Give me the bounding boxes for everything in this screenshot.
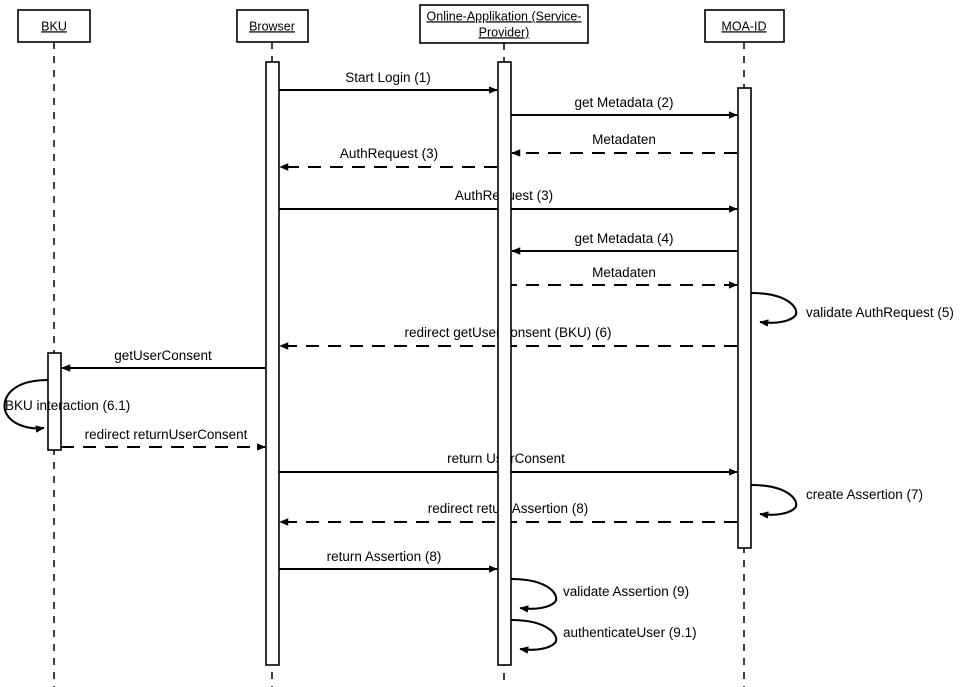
self-message-arrow-create-assertion (750, 483, 798, 519)
self-message-arrow-validate-assertion (510, 577, 558, 613)
message-label-get-metadata-4: get Metadata (4) (574, 231, 673, 246)
message-label-metadaten-2: Metadaten (592, 265, 656, 280)
self-message-validate-authrequest[interactable]: validate AuthRequest (5) (750, 291, 954, 327)
self-message-authenticate-user[interactable]: authenticateUser (9.1) (510, 618, 697, 654)
message-metadaten-2[interactable]: Metadaten (504, 265, 738, 289)
message-metadaten-1[interactable]: Metadaten (511, 132, 737, 157)
participant-moa-id[interactable]: MOA-ID (704, 9, 785, 687)
message-label-metadaten-1: Metadaten (592, 132, 656, 147)
self-messages-layer: validate AuthRequest (5) BKU interaction… (3, 291, 954, 654)
message-label-return-assertion: return Assertion (8) (327, 549, 442, 564)
self-message-label-validate-authrequest: validate AuthRequest (5) (806, 305, 954, 320)
message-get-metadata-2[interactable]: get Metadata (2) (511, 95, 738, 119)
activation-bar-moa-id (737, 87, 752, 549)
activation-bar-browser (265, 61, 280, 666)
self-message-label-create-assertion: create Assertion (7) (806, 487, 923, 502)
self-message-arrow-authenticate-user (510, 618, 558, 654)
self-message-bku-interaction[interactable]: BKU interaction (6.1) (3, 378, 131, 433)
message-get-metadata-4[interactable]: get Metadata (4) (511, 231, 737, 255)
participant-box-moa-id[interactable] (704, 9, 785, 43)
self-message-label-bku-interaction: BKU interaction (6.1) (5, 398, 130, 413)
message-start-login[interactable]: Start Login (1) (279, 70, 498, 94)
participant-bku[interactable]: BKU (17, 9, 91, 687)
message-label-get-metadata-2: get Metadata (2) (574, 95, 673, 110)
self-message-label-validate-assertion: validate Assertion (9) (563, 584, 689, 599)
activations-layer (47, 61, 752, 666)
participant-label-moa-id: MOA-ID (721, 19, 766, 33)
participant-label-online-applikation-line2: Provider) (479, 25, 530, 39)
self-message-create-assertion[interactable]: create Assertion (7) (750, 483, 923, 519)
participant-label-online-applikation-line1: Online-Applikation (Service- (427, 9, 582, 23)
self-message-validate-assertion[interactable]: validate Assertion (9) (510, 577, 689, 613)
participant-label-bku: BKU (41, 19, 67, 33)
activation-bar-online-applikation (497, 61, 512, 666)
message-label-redirect-returnuserconsent: redirect returnUserConsent (85, 427, 248, 442)
participant-label-browser: Browser (249, 19, 295, 33)
participant-box-browser[interactable] (236, 9, 309, 43)
self-message-label-authenticate-user: authenticateUser (9.1) (563, 625, 697, 640)
message-return-assertion[interactable]: return Assertion (8) (279, 549, 498, 573)
activation-bar-bku (47, 352, 62, 451)
message-label-start-login: Start Login (1) (345, 70, 431, 85)
participant-box-bku[interactable] (17, 9, 91, 43)
message-authrequest-3-to-browser[interactable]: AuthRequest (3) (279, 146, 497, 171)
self-message-arrow-bku-interaction (3, 378, 49, 433)
message-label-authrequest-3-to-browser: AuthRequest (3) (340, 146, 438, 161)
message-label-getuserconsent: getUserConsent (114, 348, 212, 363)
message-redirect-returnuserconsent[interactable]: redirect returnUserConsent (61, 427, 266, 451)
messages-layer: Start Login (1) get Metadata (2) Metadat… (61, 70, 738, 573)
self-message-arrow-validate-authrequest (750, 291, 798, 327)
message-getuserconsent[interactable]: getUserConsent (61, 348, 266, 372)
